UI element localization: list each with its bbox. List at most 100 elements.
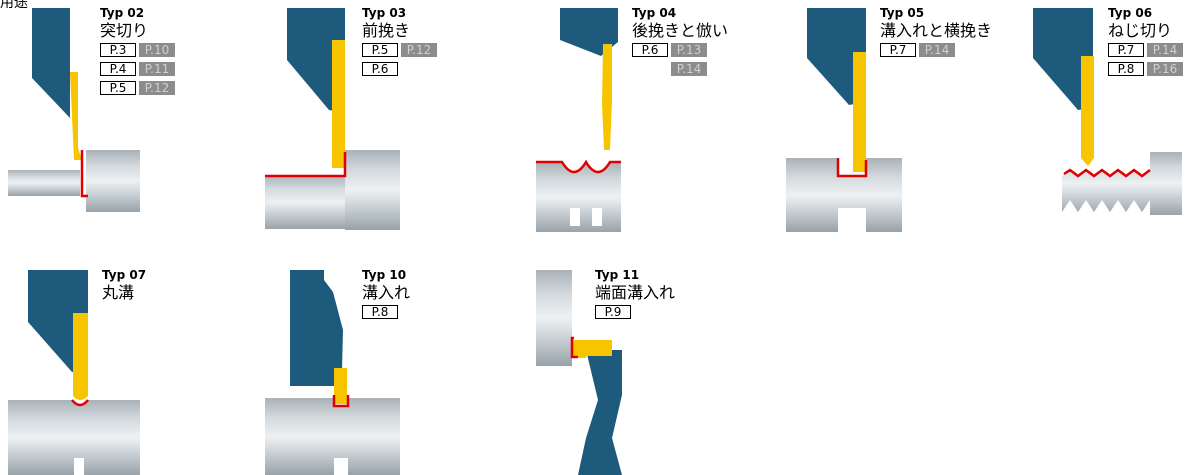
page-ref-secondary[interactable]: P.13 bbox=[671, 43, 707, 57]
page-ref-primary[interactable]: P.6 bbox=[632, 43, 668, 57]
page-ref-primary[interactable]: P.4 bbox=[100, 62, 136, 76]
page-ref-secondary[interactable]: P.14 bbox=[1147, 43, 1183, 57]
typ05-illustration bbox=[786, 8, 902, 232]
operation-name: 後挽きと倣い bbox=[632, 21, 729, 40]
page-ref-row: P.9 bbox=[595, 303, 675, 321]
cut-line bbox=[536, 159, 621, 174]
page-ref-secondary[interactable]: P.10 bbox=[139, 43, 175, 57]
type-code: Typ 11 bbox=[595, 268, 640, 282]
insert bbox=[70, 72, 82, 160]
tool-holder bbox=[807, 8, 866, 105]
type-code: Typ 10 bbox=[362, 268, 407, 282]
workpiece bbox=[345, 150, 400, 230]
operation-name: 突切り bbox=[100, 21, 149, 40]
cut-line bbox=[71, 399, 89, 407]
page-ref-secondary[interactable]: P.12 bbox=[139, 81, 175, 95]
cut-line bbox=[1063, 168, 1151, 178]
typ07-illustration bbox=[8, 270, 140, 475]
page-ref-primary[interactable]: P.7 bbox=[1108, 43, 1144, 57]
typ06-illustration bbox=[1033, 8, 1182, 215]
typ02-illustration bbox=[8, 8, 140, 212]
insert bbox=[73, 313, 88, 400]
insert bbox=[602, 44, 612, 150]
type-code: Typ 03 bbox=[362, 6, 407, 20]
workpiece-notch bbox=[838, 208, 866, 232]
workpiece-notch bbox=[570, 208, 580, 226]
operation-name: 丸溝 bbox=[102, 283, 135, 302]
typ10-illustration bbox=[265, 270, 400, 475]
tool-holder bbox=[32, 8, 70, 118]
page-ref-primary[interactable]: P.8 bbox=[1108, 62, 1144, 76]
workpiece-notch bbox=[74, 458, 84, 475]
workpiece bbox=[265, 398, 400, 475]
tool-holder bbox=[287, 8, 345, 113]
page-ref-row: P.8 bbox=[362, 303, 410, 321]
workpiece bbox=[536, 270, 572, 366]
type-code: Typ 04 bbox=[632, 6, 677, 20]
tool-holder bbox=[578, 350, 622, 475]
page-ref-secondary[interactable]: P.11 bbox=[139, 62, 175, 76]
typ11-illustration bbox=[536, 270, 622, 475]
type-code: Typ 06 bbox=[1108, 6, 1153, 20]
cut-line bbox=[836, 158, 868, 178]
page-ref-primary[interactable]: P.8 bbox=[362, 305, 398, 319]
insert bbox=[853, 52, 866, 172]
cut-line bbox=[265, 152, 347, 178]
operation-name: ねじ切り bbox=[1108, 21, 1173, 40]
operation-name: 溝入れ bbox=[362, 283, 411, 302]
tool-holder bbox=[290, 270, 343, 386]
operation-name: 端面溝入れ bbox=[595, 283, 676, 302]
workpiece-notch bbox=[334, 458, 348, 475]
page-ref-primary[interactable]: P.3 bbox=[100, 43, 136, 57]
tool-holder bbox=[1033, 8, 1093, 110]
workpiece-notch bbox=[592, 208, 602, 226]
page-ref-secondary[interactable]: P.12 bbox=[401, 43, 437, 57]
insert bbox=[334, 368, 347, 404]
workpiece bbox=[86, 150, 140, 212]
cut-line bbox=[570, 336, 578, 359]
type-code: Typ 02 bbox=[100, 6, 145, 20]
page-ref-primary[interactable]: P.6 bbox=[362, 62, 398, 76]
page-ref-primary[interactable]: P.7 bbox=[880, 43, 916, 57]
workpiece bbox=[786, 158, 902, 232]
operation-name: 前挽き bbox=[362, 21, 411, 40]
workpiece bbox=[8, 170, 80, 196]
operation-name: 溝入れと横挽き bbox=[880, 21, 993, 40]
page-ref-row: P.6 bbox=[362, 60, 437, 78]
page-ref-primary[interactable]: P.5 bbox=[100, 81, 136, 95]
page-ref-primary[interactable]: P.5 bbox=[362, 43, 398, 57]
workpiece bbox=[1062, 152, 1182, 215]
cut-line bbox=[80, 150, 88, 198]
insert bbox=[1081, 56, 1094, 166]
typ03-illustration bbox=[265, 8, 400, 230]
type-code: Typ 07 bbox=[102, 268, 147, 282]
page-ref-secondary[interactable]: P.14 bbox=[919, 43, 955, 57]
workpiece bbox=[265, 175, 345, 229]
typ04-illustration bbox=[536, 8, 621, 232]
section-header: 用途 bbox=[0, 0, 28, 11]
cut-line bbox=[332, 395, 350, 408]
insert bbox=[572, 340, 612, 358]
page-ref-secondary[interactable]: P.14 bbox=[671, 62, 707, 76]
page-ref-row: P.14 bbox=[632, 60, 728, 78]
page-ref-secondary[interactable]: P.16 bbox=[1147, 62, 1183, 76]
page-ref-primary[interactable]: P.9 bbox=[595, 305, 631, 319]
type-code: Typ 05 bbox=[880, 6, 925, 20]
